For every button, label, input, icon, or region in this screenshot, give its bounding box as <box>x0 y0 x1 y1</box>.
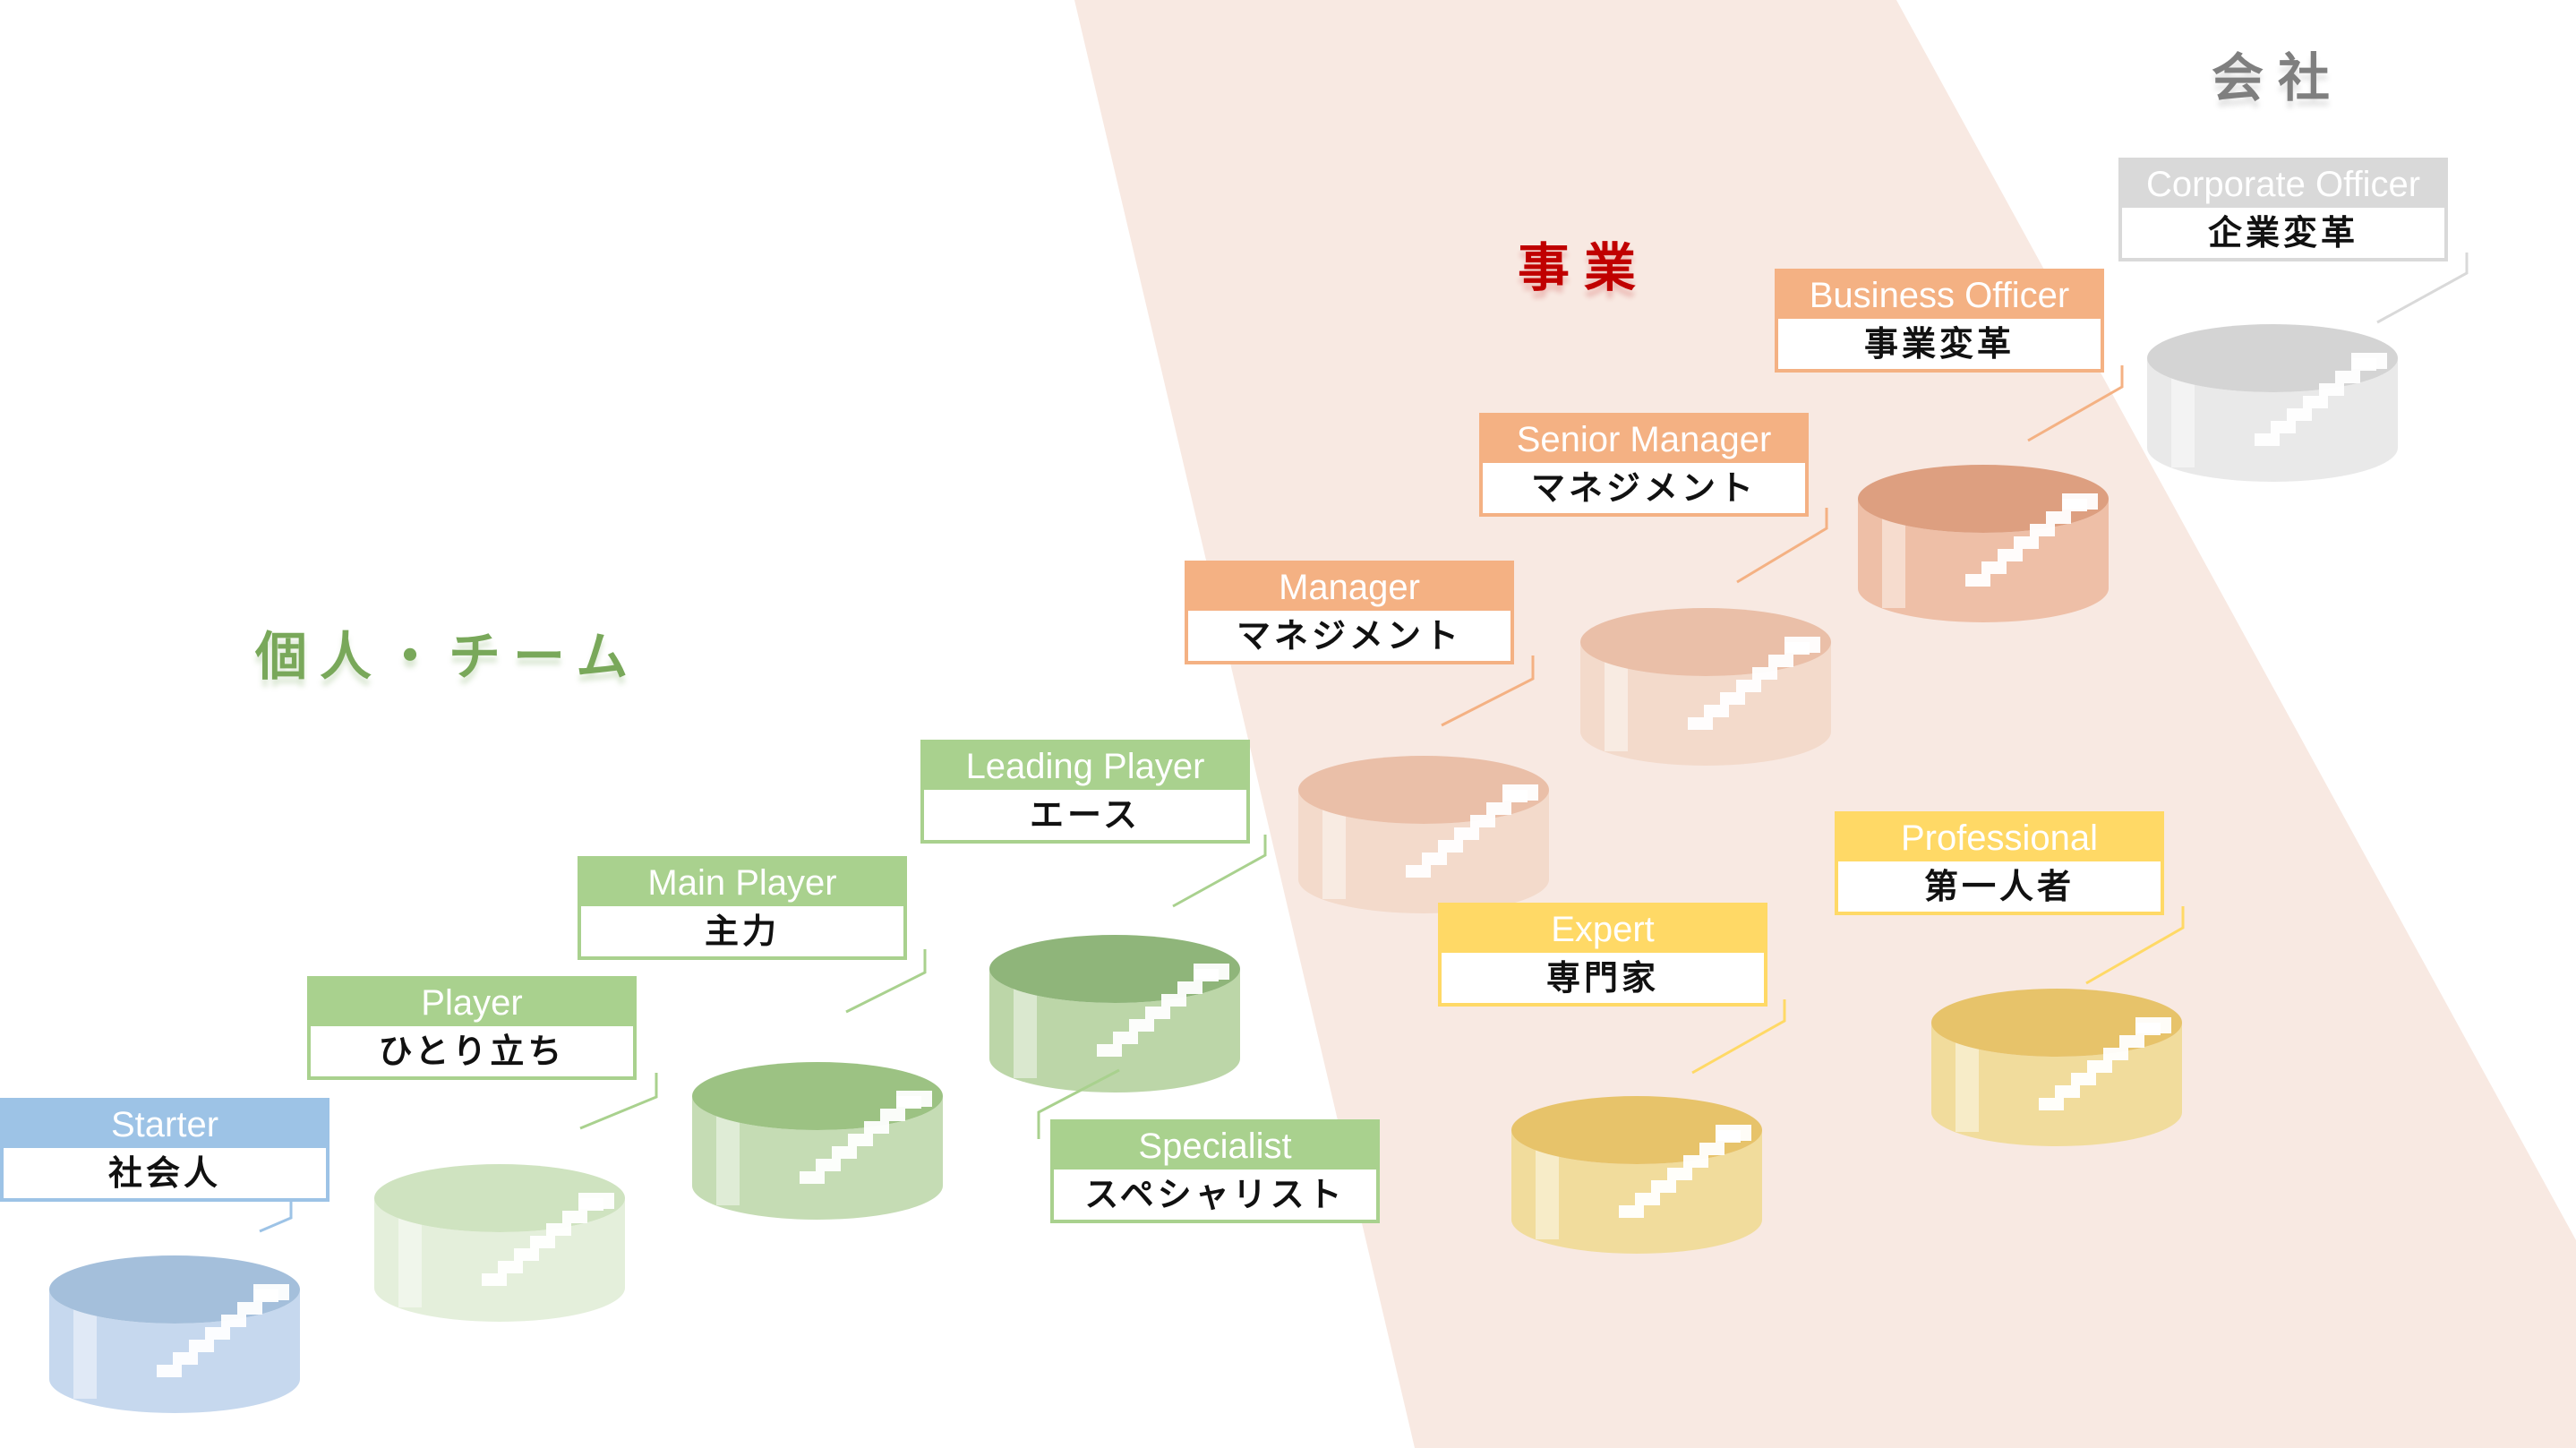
leading-player-stair <box>989 935 1240 1092</box>
manager-connector <box>1441 655 1535 727</box>
player-english-title: Player <box>311 980 633 1026</box>
business-officer-label: Business Officer 事業変革 <box>1775 269 2104 373</box>
starter-stair <box>49 1255 300 1413</box>
corporate-officer-stair <box>2147 324 2398 482</box>
leading-player-english-title: Leading Player <box>924 743 1246 790</box>
business-officer-english-title: Business Officer <box>1778 272 2101 319</box>
senior-manager-label: Senior Manager マネジメント <box>1479 413 1809 517</box>
manager-english-title: Manager <box>1188 564 1511 611</box>
main-player-connector <box>845 949 927 1014</box>
expert-label: Expert 専門家 <box>1438 903 1767 1007</box>
expert-japanese-title: 専門家 <box>1545 958 1659 998</box>
main-player-label: Main Player 主力 <box>578 856 907 960</box>
zone-title-company: 会社 <box>2212 47 2345 108</box>
main-player-japanese-title: 主力 <box>704 912 780 951</box>
starter-english-title: Starter <box>4 1101 326 1148</box>
starter-japanese-title: 社会人 <box>107 1153 221 1193</box>
corporate-officer-japanese-title: 企業変革 <box>2207 213 2358 253</box>
main-player-english-title: Main Player <box>581 860 903 906</box>
senior-manager-stair <box>1580 608 1831 766</box>
specialist-english-title: Specialist <box>1054 1123 1376 1170</box>
senior-manager-japanese-title: マネジメント <box>1530 468 1757 508</box>
corporate-officer-english-title: Corporate Officer <box>2122 161 2444 208</box>
professional-label: Professional 第一人者 <box>1835 811 2164 915</box>
leading-player-japanese-title: エース <box>1029 795 1142 835</box>
player-stair <box>374 1164 625 1322</box>
expert-english-title: Expert <box>1442 906 1764 953</box>
specialist-connector <box>1037 1068 1120 1139</box>
business-officer-stair <box>1858 465 2109 622</box>
expert-stair <box>1511 1096 1762 1254</box>
professional-japanese-title: 第一人者 <box>1923 867 2075 906</box>
expert-connector <box>1691 999 1786 1075</box>
zone-title-business: 事業 <box>1518 237 1651 298</box>
main-player-stair <box>692 1062 943 1220</box>
starter-label: Starter 社会人 <box>0 1098 329 1202</box>
professional-english-title: Professional <box>1838 815 2161 861</box>
senior-manager-connector <box>1736 508 1828 584</box>
specialist-label: Specialist スペシャリスト <box>1050 1119 1380 1223</box>
senior-manager-english-title: Senior Manager <box>1483 416 1805 463</box>
manager-japanese-title: マネジメント <box>1236 616 1462 655</box>
player-connector <box>579 1073 658 1130</box>
player-label: Player ひとり立ち <box>307 976 637 1080</box>
zone-title-individual-team: 個人・チーム <box>255 626 641 687</box>
player-japanese-title: ひとり立ち <box>378 1032 566 1071</box>
business-officer-connector <box>2027 365 2124 442</box>
manager-label: Manager マネジメント <box>1185 561 1514 664</box>
professional-stair <box>1931 989 2182 1146</box>
business-officer-japanese-title: 事業変革 <box>1863 324 2015 364</box>
professional-connector <box>2085 906 2185 985</box>
corporate-officer-label: Corporate Officer 企業変革 <box>2118 158 2448 261</box>
corporate-officer-connector <box>2376 253 2469 324</box>
manager-stair <box>1298 756 1549 913</box>
leading-player-label: Leading Player エース <box>920 740 1250 844</box>
specialist-japanese-title: スペシャリスト <box>1084 1175 1346 1214</box>
leading-player-connector <box>1172 835 1267 908</box>
